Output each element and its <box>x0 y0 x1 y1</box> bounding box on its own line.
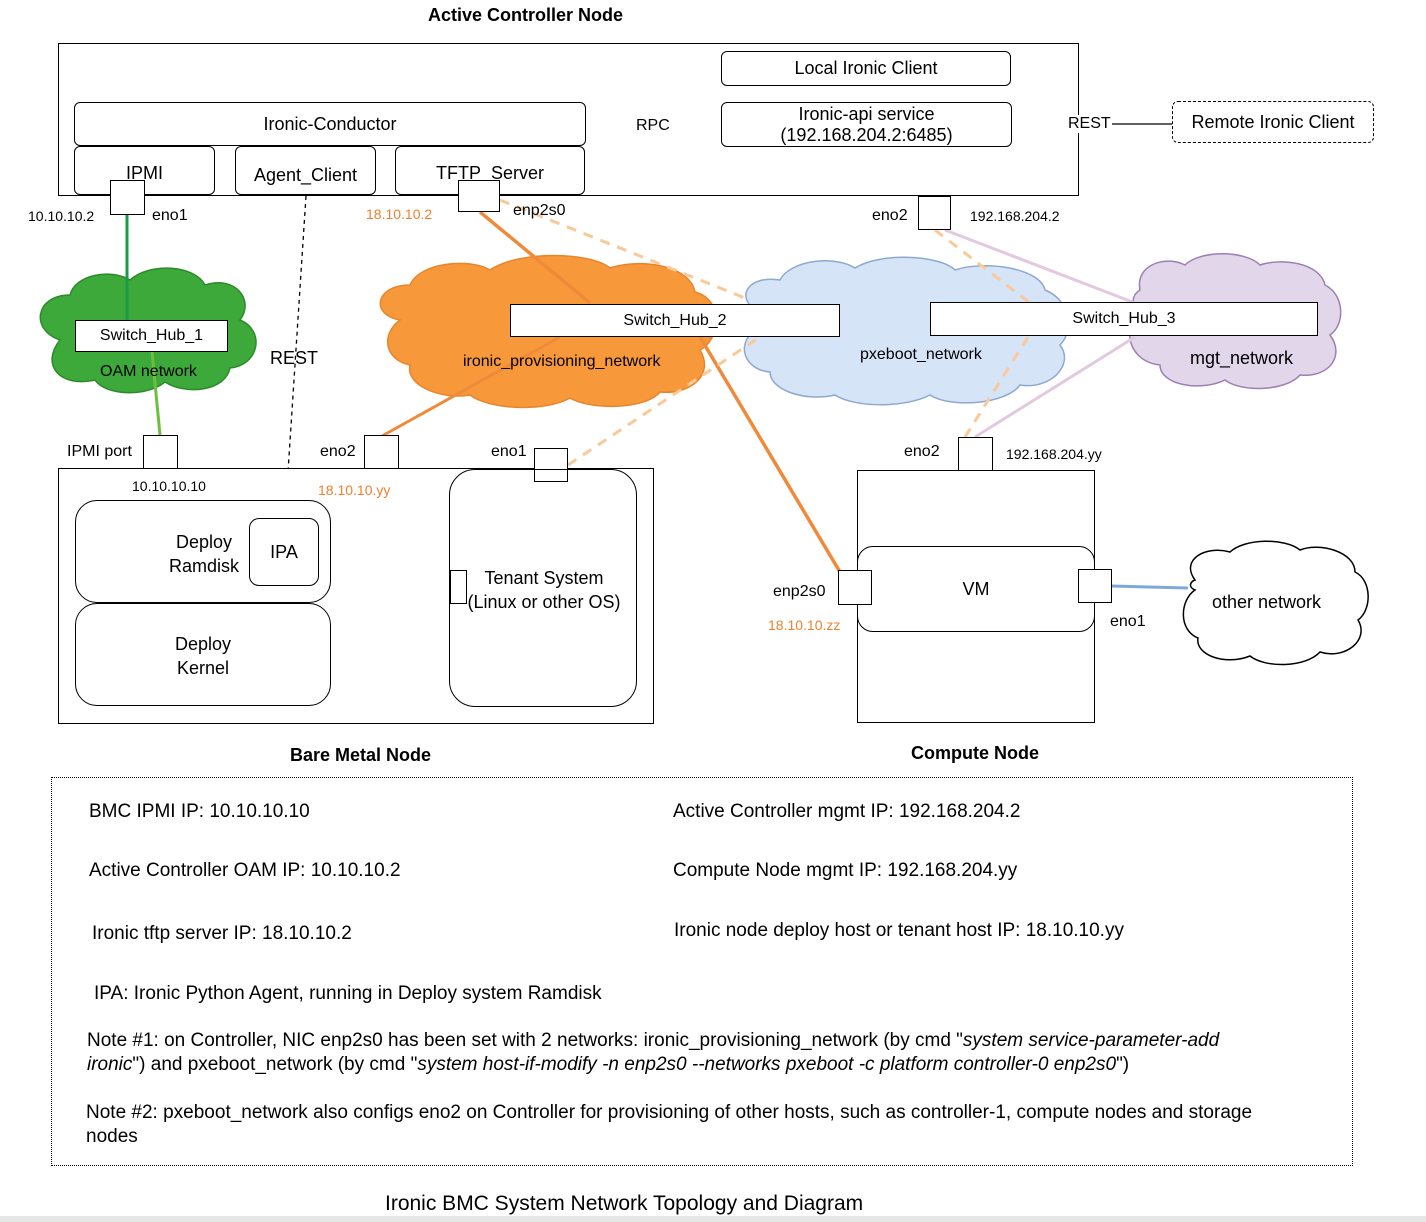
baremetal-ipmi-port[interactable] <box>143 435 178 469</box>
mgt-link-compute-eno2 <box>974 335 1136 439</box>
compute-title: Compute Node <box>911 743 1039 763</box>
other-network-link <box>1111 584 1189 590</box>
controller-enp2s0-label: enp2s0 <box>513 202 566 219</box>
controller-title: Active Controller Node <box>428 5 624 25</box>
note-compute-mgmt-ip: Compute Node mgmt IP: 192.168.204.yy <box>673 860 1018 881</box>
pxe-link-tenant <box>567 335 761 467</box>
provisioning-network-label: ironic_provisioning_network <box>463 353 661 370</box>
controller-eno2-port[interactable] <box>918 196 951 230</box>
tenant-system-line1: Tenant System <box>484 568 604 588</box>
deploy-ramdisk-label: Deploy Ramdisk <box>164 530 244 578</box>
note-1-part-c: ") <box>1116 1054 1130 1075</box>
agent-client-module[interactable]: Agent_Client <box>235 146 376 195</box>
compute-eno2-port[interactable] <box>958 437 993 471</box>
bare-metal-title: Bare Metal Node <box>290 745 432 765</box>
controller-enp2s0-port[interactable] <box>458 180 500 212</box>
mgt-link-ctrl-eno2 <box>944 228 1136 305</box>
mgt-network-label: mgt_network <box>1190 348 1294 368</box>
deploy-kernel[interactable] <box>75 603 331 706</box>
compute-eno1-label: eno1 <box>1110 613 1146 630</box>
tenant-nic-port <box>450 570 467 604</box>
note-1-part-b: ") and pxeboot_network (by cmd " <box>132 1054 418 1075</box>
baremetal-eno1-port[interactable] <box>534 448 568 482</box>
notes-panel <box>51 777 1353 1166</box>
deploy-ramdisk-line2: Ramdisk <box>168 556 239 576</box>
note-1-cmd-b: system host-if-modify -n enp2s0 --networ… <box>417 1054 1117 1075</box>
switch-hub-1[interactable]: Switch_Hub_1 <box>75 320 228 352</box>
local-ironic-client[interactable]: Local Ironic Client <box>721 51 1011 86</box>
rest-vertical-label: REST <box>270 348 319 368</box>
tftp-server-module[interactable]: TFTP_Server <box>395 146 585 195</box>
api-service-address: (192.168.204.2:6485) <box>780 124 953 145</box>
other-network-label: other network <box>1212 592 1322 612</box>
note-2: Note #2: pxeboot_network also configs en… <box>86 1102 1253 1147</box>
controller-mgmt-ip: 192.168.204.2 <box>970 208 1060 224</box>
prov-link-baremetal <box>381 335 561 438</box>
oam-network-label: OAM network <box>100 363 197 380</box>
compute-mgmt-ip: 192.168.204.yy <box>1006 446 1102 462</box>
pxeboot-network-cloud <box>743 256 1070 406</box>
bottom-scrollbar[interactable] <box>0 1216 1426 1222</box>
pxe-link-compute-eno2 <box>963 336 1030 438</box>
baremetal-ipmi-port-label: IPMI port <box>67 443 132 460</box>
compute-eno2-label: eno2 <box>904 443 940 460</box>
note-1-cmd-a-end: ironic <box>87 1054 133 1075</box>
pxe-link-ctrl-eno2 <box>934 228 1031 305</box>
other-network-cloud <box>1182 540 1369 666</box>
oam-link-baremetal <box>150 351 162 436</box>
diagram-caption: Ironic BMC System Network Topology and D… <box>385 1192 864 1215</box>
pxe-link-tftp <box>499 198 746 300</box>
compute-enp2s0-port[interactable] <box>838 570 872 605</box>
compute-node <box>857 470 1095 723</box>
controller-eno1-port[interactable] <box>110 180 145 215</box>
controller-tftp-ip: 18.10.10.2 <box>366 206 433 222</box>
compute-eno1-port[interactable] <box>1078 569 1112 603</box>
ironic-api-service[interactable]: Ironic-api service (192.168.204.2:6485) <box>721 102 1012 147</box>
baremetal-eno1-label: eno1 <box>491 443 527 460</box>
tenant-system-line2: (Linux or other OS) <box>467 592 621 612</box>
controller-eno1-label: eno1 <box>152 207 188 224</box>
note-controller-oam-ip: Active Controller OAM IP: 10.10.10.2 <box>89 860 401 881</box>
compute-enp2s0-label: enp2s0 <box>773 583 826 600</box>
prov-link-compute <box>698 336 842 573</box>
rest-link-agent-ipa <box>284 195 307 519</box>
note-deploy-host-ip: Ironic node deploy host or tenant host I… <box>674 920 1124 941</box>
remote-ironic-client[interactable]: Remote Ironic Client <box>1172 101 1374 143</box>
baremetal-eno2-port[interactable] <box>364 435 399 469</box>
baremetal-prov-ip: 18.10.10.yy <box>318 482 391 498</box>
ironic-conductor[interactable]: Ironic-Conductor <box>74 102 586 146</box>
switch-hub-3[interactable]: Switch_Hub_3 <box>930 302 1318 336</box>
pxeboot-network-label: pxeboot_network <box>860 346 982 363</box>
compute-prov-ip: 18.10.10.zz <box>768 617 841 633</box>
switch-hub-2[interactable]: Switch_Hub_2 <box>510 304 840 337</box>
note-1-part-a: Note #1: on Controller, NIC enp2s0 has b… <box>87 1030 963 1051</box>
tenant-system-label: Tenant System (Linux or other OS) <box>454 566 634 614</box>
note-bmc-ip: BMC IPMI IP: 10.10.10.10 <box>89 801 310 822</box>
api-service-name: Ironic-api service <box>798 103 935 124</box>
note-ipa: IPA: Ironic Python Agent, running in Dep… <box>94 983 602 1004</box>
rest-label: REST <box>1067 115 1112 133</box>
note-1: Note #1: on Controller, NIC enp2s0 has b… <box>87 1029 1327 1077</box>
tenant-system[interactable] <box>449 469 637 707</box>
baremetal-eno2-label: eno2 <box>320 443 356 460</box>
deploy-kernel-label: Deploy Kernel <box>163 632 243 680</box>
note-1-cmd-a: system service-parameter-add <box>962 1030 1220 1051</box>
controller-eno2-label: eno2 <box>872 207 908 224</box>
controller-oam-ip: 10.10.10.2 <box>28 208 95 224</box>
deploy-kernel-line1: Deploy <box>174 634 232 654</box>
bare-metal-node <box>58 468 654 724</box>
deploy-ramdisk[interactable] <box>75 500 331 603</box>
deploy-ramdisk-line1: Deploy <box>175 532 233 552</box>
prov-link-tftp <box>478 210 592 305</box>
vm[interactable]: VM <box>857 546 1095 632</box>
note-tftp-ip: Ironic tftp server IP: 18.10.10.2 <box>92 923 352 944</box>
deploy-kernel-line2: Kernel <box>176 658 230 678</box>
ipa-agent[interactable]: IPA <box>249 518 319 586</box>
note-controller-mgmt-ip: Active Controller mgmt IP: 192.168.204.2 <box>673 801 1021 822</box>
rpc-label: RPC <box>635 117 671 135</box>
baremetal-ipmi-ip: 10.10.10.10 <box>132 478 206 494</box>
